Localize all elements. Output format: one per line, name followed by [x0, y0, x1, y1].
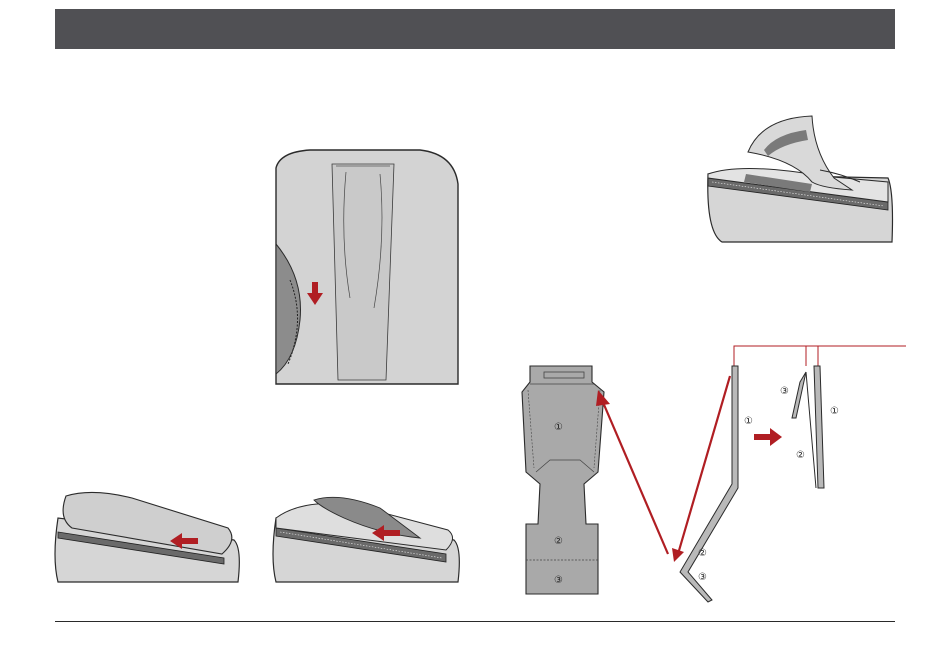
section-label-2: ② — [554, 536, 563, 547]
profile-left — [680, 366, 738, 602]
profile-label-1-right: ① — [830, 406, 839, 417]
profile-label-2-left: ② — [698, 548, 707, 559]
figure-cover-profile: ① ③ ① ② ② ③ — [668, 338, 908, 603]
header-bar — [55, 9, 895, 49]
section-label-1: ① — [554, 422, 563, 433]
figure-cushion-slide-left — [52, 488, 242, 584]
figure-velcro-lift — [702, 112, 897, 244]
profile-label-2-right: ② — [796, 450, 805, 461]
figure-cushion-velcro-slide — [270, 488, 462, 584]
cushion-center-panel — [332, 164, 394, 380]
profile-label-3-right: ③ — [780, 386, 789, 397]
profile-right-part-3 — [792, 372, 806, 418]
section-label-3: ③ — [554, 575, 563, 586]
profile-label-3-left: ③ — [698, 572, 707, 583]
profile-right-part-1-2 — [814, 366, 824, 488]
footer-rule — [55, 621, 895, 622]
callout-line — [734, 346, 906, 366]
figure-seat-back-cushion — [270, 148, 465, 388]
red-arrow-icon — [596, 390, 610, 406]
red-arrow-icon — [754, 428, 782, 446]
profile-label-1-left: ① — [744, 416, 753, 427]
